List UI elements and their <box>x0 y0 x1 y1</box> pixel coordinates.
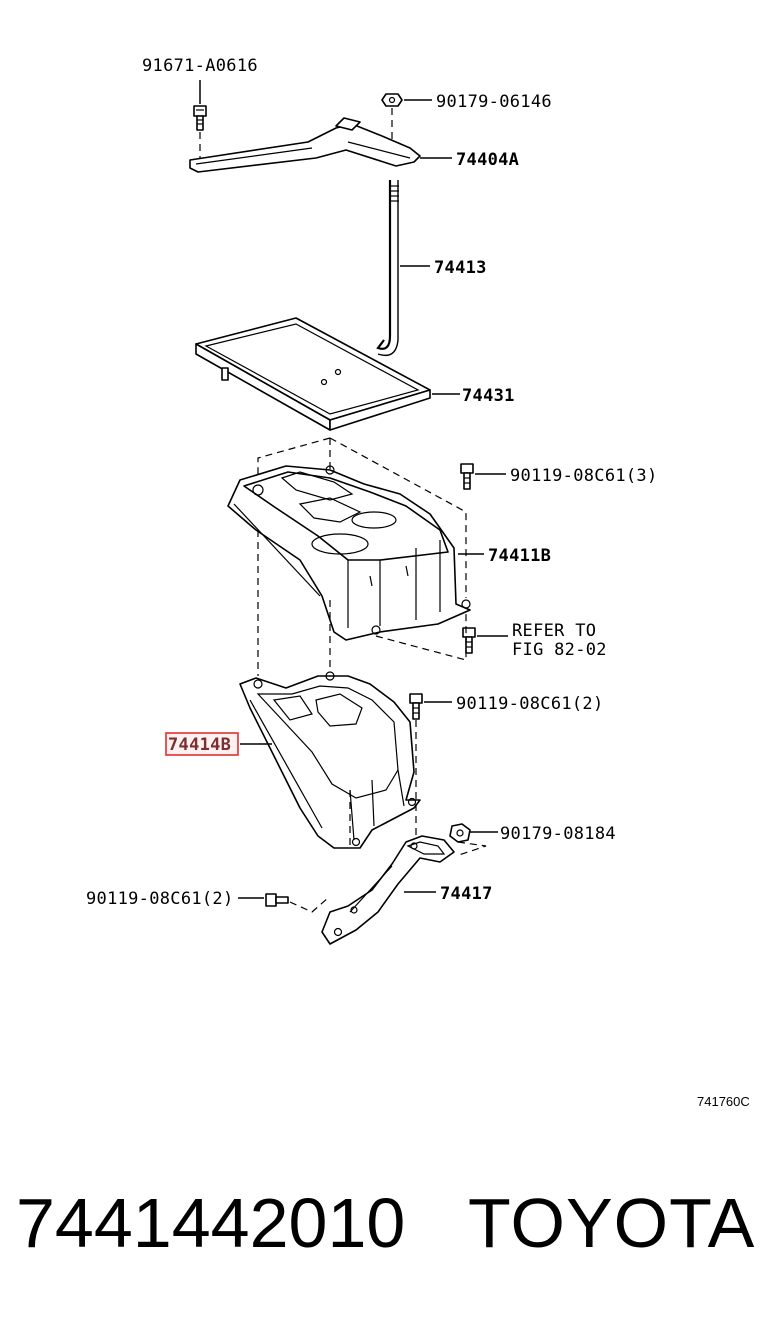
footer-brand: TOYOTA <box>468 1184 756 1262</box>
label-74431[interactable]: 74431 <box>462 386 515 406</box>
label-90119-08c61-2-right[interactable]: 90119-08C61(2) <box>456 694 604 714</box>
bolt-90119-2-right-icon <box>409 693 423 720</box>
clamp-74404a-icon <box>189 117 421 173</box>
carrier-74411b-icon <box>227 465 471 641</box>
dash-v3 <box>375 610 467 661</box>
label-refer-to[interactable]: REFER TO <box>512 621 596 641</box>
cover-74414b-icon <box>239 671 421 849</box>
label-74413[interactable]: 74413 <box>434 258 487 278</box>
tray-74431-icon <box>195 317 431 431</box>
bolt-refer-icon <box>462 627 476 654</box>
dash-nut <box>455 841 487 857</box>
label-90179-06146[interactable]: 90179-06146 <box>436 92 552 112</box>
label-91671-a0616[interactable]: 91671-A0616 <box>142 56 258 76</box>
footer-part-number: 7441442010 <box>16 1184 406 1262</box>
dash-frame-2 <box>329 437 467 598</box>
label-74417[interactable]: 74417 <box>440 884 493 904</box>
label-90179-08184[interactable]: 90179-08184 <box>500 824 616 844</box>
label-90119-08c61-3[interactable]: 90119-08C61(3) <box>510 466 658 486</box>
highlight-box <box>165 732 239 756</box>
label-fig-82-02[interactable]: FIG 82-02 <box>512 640 607 660</box>
nut-90179-08184-icon <box>449 823 471 843</box>
dash-left-bolt <box>289 897 329 913</box>
label-74404a[interactable]: 74404A <box>456 150 519 170</box>
label-90119-08c61-2-left[interactable]: 90119-08C61(2) <box>86 889 234 909</box>
rod-74413-icon <box>376 180 399 357</box>
bolt-91671-icon <box>193 105 207 131</box>
bolt-90119-2-left-icon <box>265 893 289 907</box>
label-74414b[interactable]: 74414B <box>168 735 231 755</box>
bracket-74417-icon <box>321 835 455 945</box>
nut-90179-06146-icon <box>381 93 403 107</box>
bolt-90119-3-icon <box>460 463 474 490</box>
figure-ref: 741760C <box>697 1094 750 1109</box>
label-74411b[interactable]: 74411B <box>488 546 551 566</box>
